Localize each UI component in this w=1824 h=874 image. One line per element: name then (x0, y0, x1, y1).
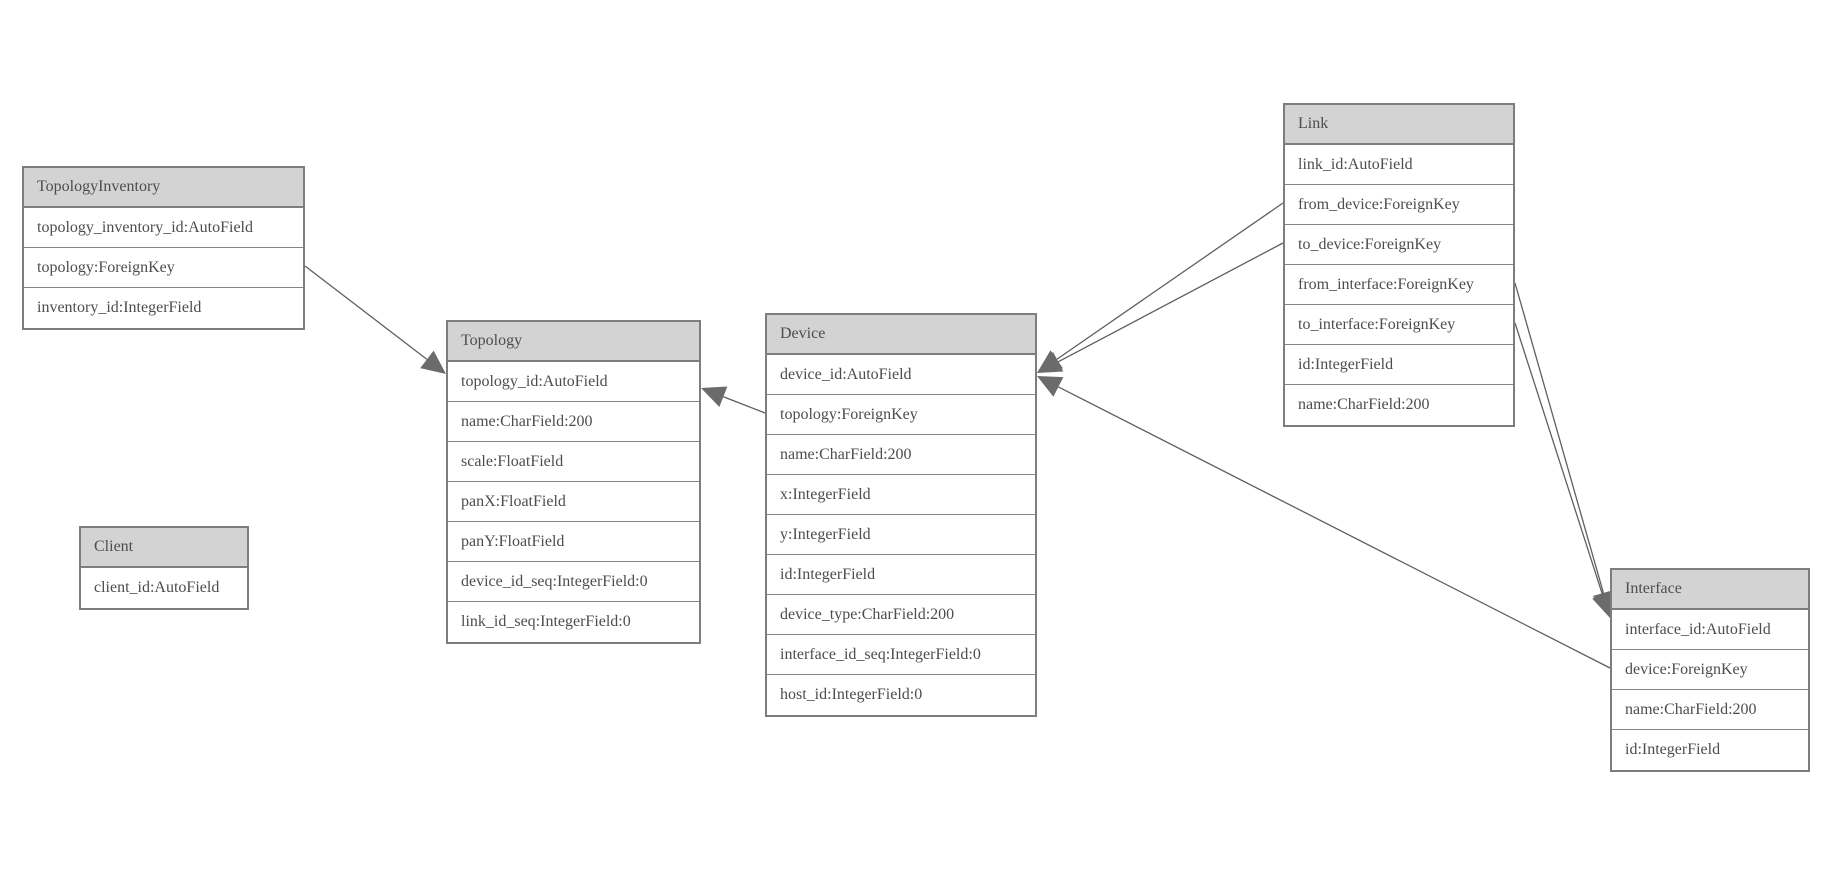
entity-field-row: name:CharField:200 (1612, 690, 1808, 730)
entity-field-row: scale:FloatField (448, 442, 699, 482)
entity-field-row: device:ForeignKey (1612, 650, 1808, 690)
entity-field-row: topology_id:AutoField (448, 362, 699, 402)
connection-line (1056, 202, 1284, 360)
entity-field-row: name:CharField:200 (1285, 385, 1513, 425)
entity-field-row: x:IntegerField (767, 475, 1035, 515)
connection-line (304, 265, 428, 360)
entity-field-row: id:IntegerField (767, 555, 1035, 595)
connection-line (723, 396, 766, 414)
connection-arrowhead-icon (1037, 376, 1064, 397)
connection-line (1057, 242, 1284, 363)
entity-field-row: interface_id:AutoField (1612, 610, 1808, 650)
entity-field-row: device_type:CharField:200 (767, 595, 1035, 635)
connection-arrowhead-icon (701, 386, 728, 407)
entity-field-row: topology:ForeignKey (767, 395, 1035, 435)
entity-field-row: topology:ForeignKey (24, 248, 303, 288)
entity-title: Link (1285, 105, 1513, 145)
connection-line (1514, 322, 1604, 596)
entity-field-row: link_id_seq:IntegerField:0 (448, 602, 699, 642)
entity-title: Interface (1612, 570, 1808, 610)
entity-field-row: link_id:AutoField (1285, 145, 1513, 185)
entity-field-row: device_id:AutoField (767, 355, 1035, 395)
entity-field-row: inventory_id:IntegerField (24, 288, 303, 328)
connection-line (1514, 282, 1605, 594)
entity-field-row: topology_inventory_id:AutoField (24, 208, 303, 248)
entity-field-row: panX:FloatField (448, 482, 699, 522)
entity-field-row: to_device:ForeignKey (1285, 225, 1513, 265)
entity-field-row: name:CharField:200 (767, 435, 1035, 475)
entity-field-row: from_interface:ForeignKey (1285, 265, 1513, 305)
entity-title: Client (81, 528, 247, 568)
entity-field-row: device_id_seq:IntegerField:0 (448, 562, 699, 602)
entity-field-row: name:CharField:200 (448, 402, 699, 442)
entity-field-row: interface_id_seq:IntegerField:0 (767, 635, 1035, 675)
entity-field-row: y:IntegerField (767, 515, 1035, 555)
entity-field-row: panY:FloatField (448, 522, 699, 562)
entity-field-row: from_device:ForeignKey (1285, 185, 1513, 225)
entity-title: Device (767, 315, 1035, 355)
entity-field-row: id:IntegerField (1612, 730, 1808, 770)
entity-field-row: host_id:IntegerField:0 (767, 675, 1035, 715)
connection-arrowhead-icon (420, 350, 446, 374)
connection-arrowhead-icon (1037, 352, 1064, 373)
entity-field-row: id:IntegerField (1285, 345, 1513, 385)
connection-line (1058, 386, 1611, 669)
entity-field-row: client_id:AutoField (81, 568, 247, 608)
connection-arrowhead-icon (1592, 591, 1614, 618)
entity-title: Topology (448, 322, 699, 362)
entity-field-row: to_interface:ForeignKey (1285, 305, 1513, 345)
entity-title: TopologyInventory (24, 168, 303, 208)
